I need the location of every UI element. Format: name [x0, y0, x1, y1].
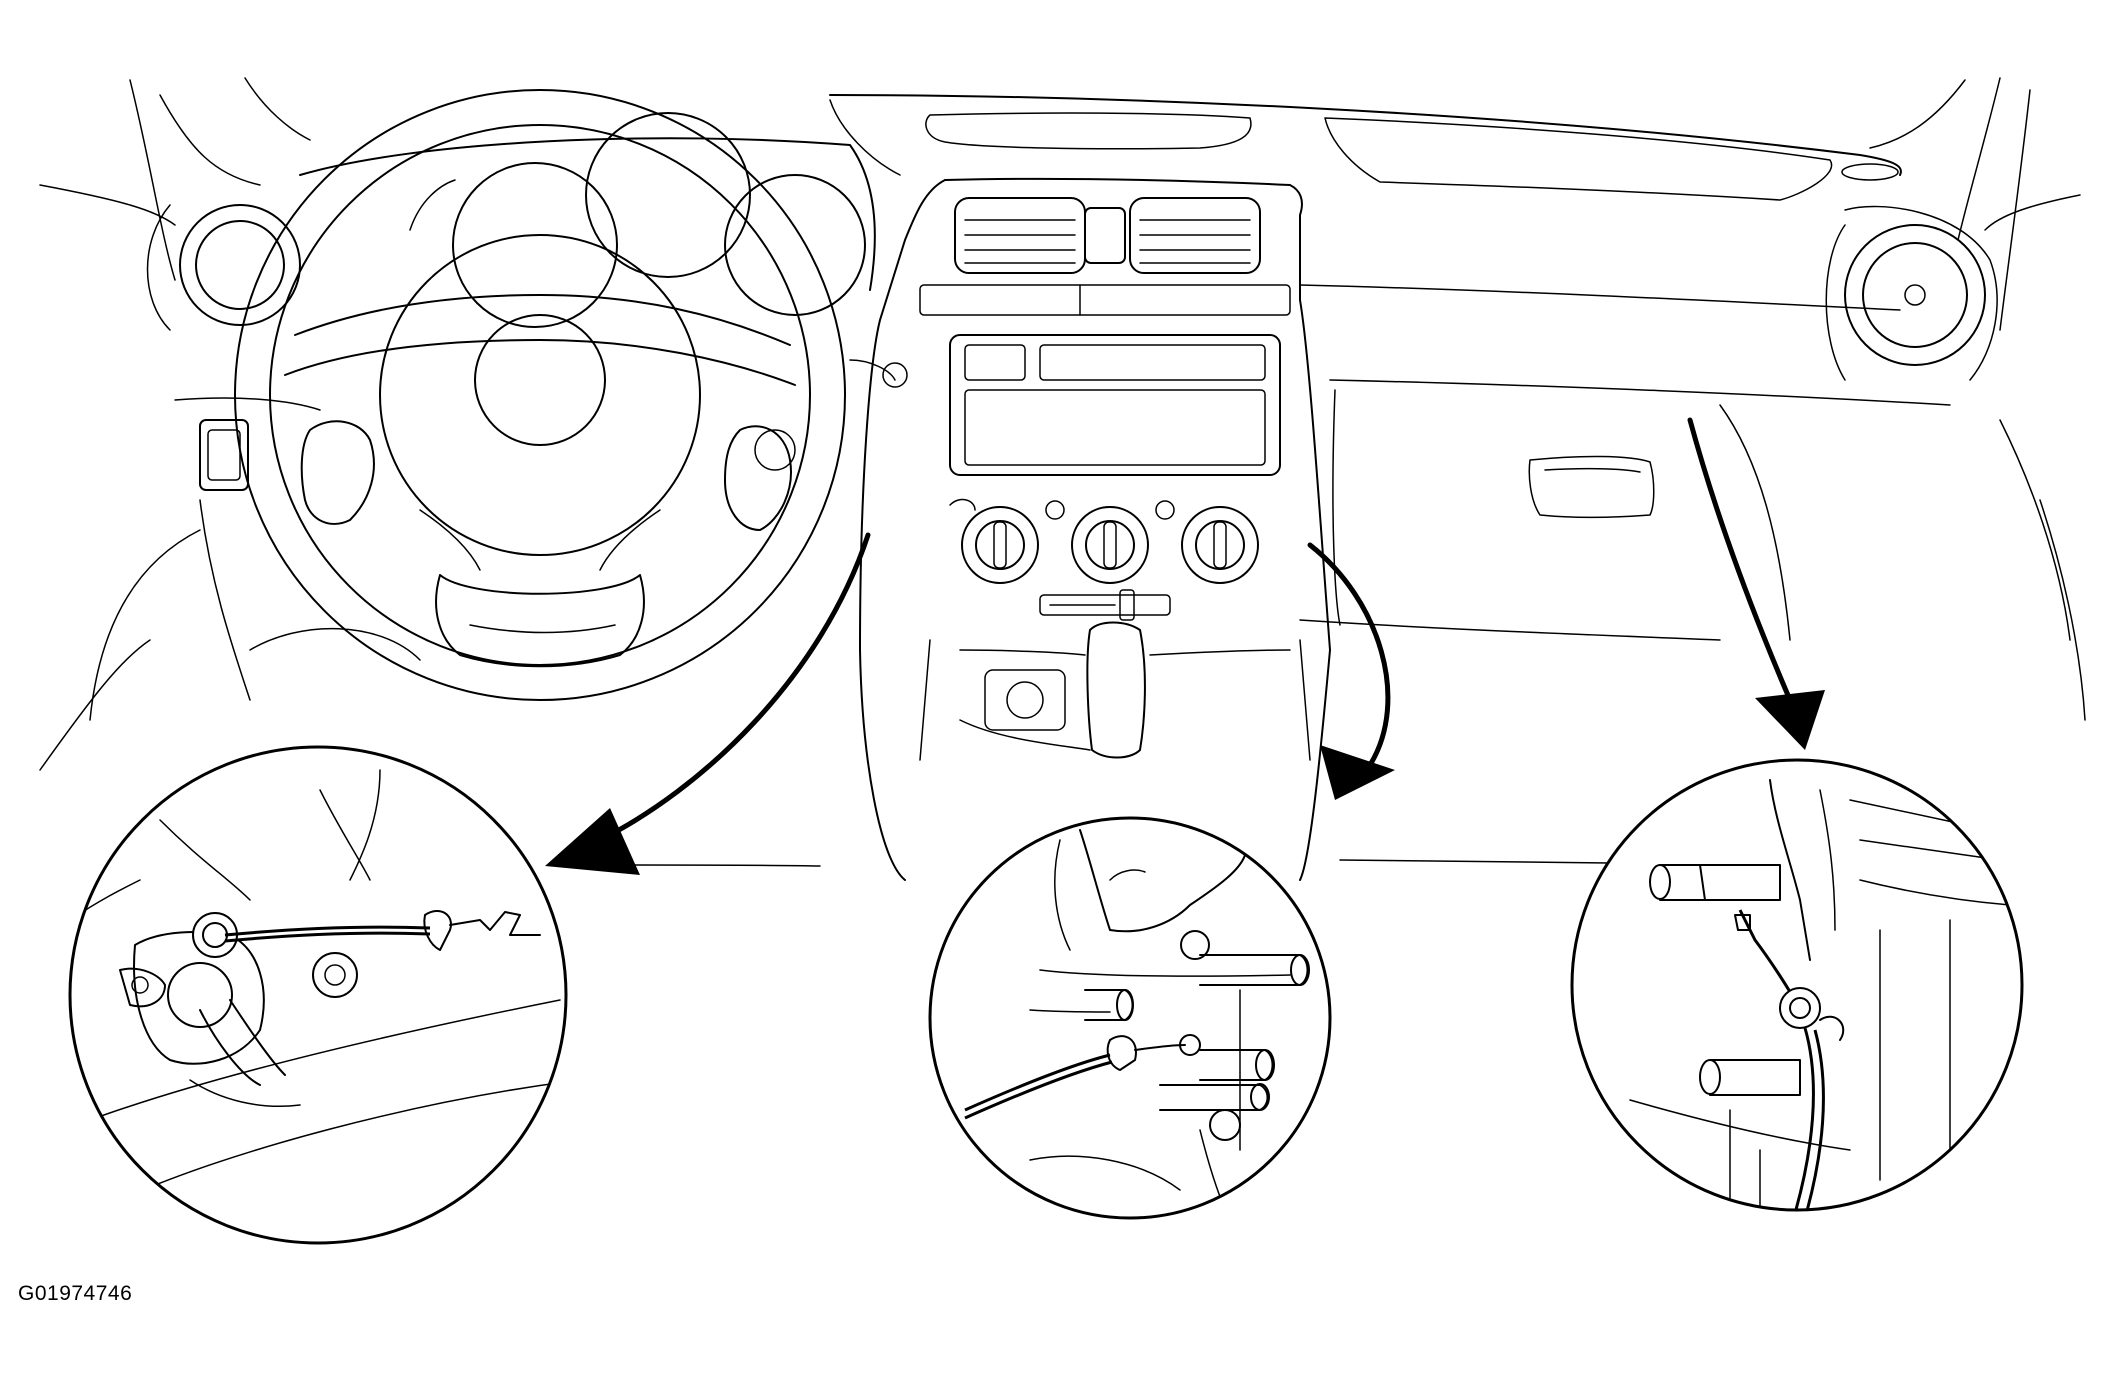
- detail-view-left: [68, 745, 568, 1245]
- figure-code: G01974746: [18, 1282, 133, 1305]
- arrow-to-right-detail: [1687, 417, 1825, 750]
- dashboard-overview: [39, 77, 2086, 881]
- detail-view-center: [928, 816, 1332, 1220]
- arrow-to-left-detail: [545, 532, 871, 875]
- detail-view-right: [1570, 758, 2024, 1212]
- arrow-to-center-detail: [1307, 542, 1395, 800]
